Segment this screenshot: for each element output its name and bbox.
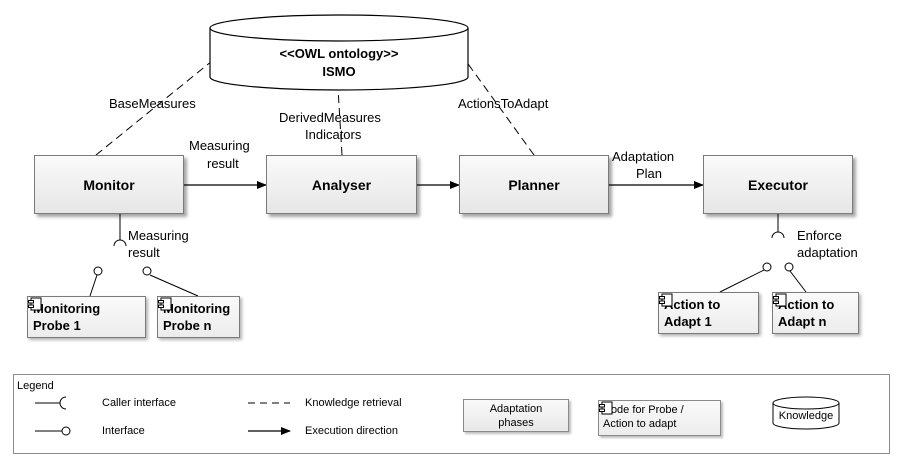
component-label-line1: Monitoring [33, 301, 101, 316]
label-monitor-iface-2: result [128, 245, 160, 260]
component-icon [773, 293, 787, 307]
label-executor-iface-2: adaptation [797, 245, 858, 260]
label-adaptation-plan-2: Plan [636, 166, 663, 181]
legend-phase-label-2: phases [498, 416, 534, 429]
dashed-planner-ontology [457, 49, 535, 156]
label-indicators: Indicators [305, 127, 362, 142]
component-label-line2: Probe n [163, 318, 212, 333]
phase-executor: Executor [703, 155, 853, 214]
legend-execution-direction-label: Execution direction [305, 425, 398, 437]
label-adaptation-plan-1: Adaptation [612, 149, 675, 164]
legend-phase-label-1: Adaptation [489, 402, 543, 415]
legend-interface-symbol [35, 426, 71, 436]
label-derived-measures: DerivedMeasures [279, 110, 381, 125]
component-icon [599, 401, 613, 415]
monitor-caller-socket [113, 239, 127, 247]
legend-knowledge-label: Knowledge [778, 410, 834, 422]
component-label-line1: Monitoring [163, 301, 231, 316]
component-label-line2: Adapt 1 [664, 314, 712, 329]
ontology-name: ISMO [322, 64, 356, 79]
component-action-to-adapt-n: Action to Adapt n [772, 292, 859, 334]
component-label-line1: Action to [664, 297, 721, 312]
phase-monitor: Monitor [34, 155, 184, 214]
phase-analyser: Analyser [266, 155, 417, 214]
legend-interface-label: Interface [102, 425, 145, 437]
component-icon [659, 293, 673, 307]
component-label-line1: Action to [778, 297, 835, 312]
phase-monitor-label: Monitor [83, 176, 135, 193]
probe1-interface-line [89, 274, 98, 297]
label-measuring-result-1: Measuring [189, 138, 250, 153]
legend-component-label-2: Action to adapt [603, 418, 677, 430]
proben-interface-ball [142, 266, 152, 276]
executor-caller-socket [771, 231, 785, 239]
dashed-analyser-ontology [337, 87, 343, 156]
component-label-line2: Probe 1 [33, 318, 81, 333]
phase-executor-label: Executor [748, 176, 808, 193]
legend-title: Legend [17, 380, 54, 392]
legend-component-box: Code for Probe / Action to adapt [598, 400, 721, 436]
ontology-cylinder [209, 14, 469, 91]
proben-interface-line [149, 274, 199, 297]
adaptn-interface-line [789, 270, 807, 293]
dashed-monitor-ontology [95, 47, 229, 156]
legend-knowledge-cylinder [772, 396, 840, 430]
adapt1-interface-line [719, 269, 765, 293]
label-monitor-iface-1: Measuring [128, 228, 189, 243]
legend-phase-box: Adaptation phases [463, 399, 569, 432]
component-icon [158, 297, 172, 311]
label-actions-to-adapt: ActionsToAdapt [458, 96, 549, 111]
component-icon [28, 297, 42, 311]
legend-caller-interface-symbol [35, 396, 67, 410]
phase-analyser-label: Analyser [311, 176, 372, 193]
label-executor-iface-1: Enforce [797, 228, 842, 243]
component-action-to-adapt-1: Action to Adapt 1 [658, 292, 759, 334]
component-label-line2: Adapt n [778, 314, 827, 329]
phase-planner: Planner [459, 155, 609, 214]
adaptn-interface-ball [784, 262, 794, 272]
label-base-measures: BaseMeasures [109, 96, 196, 111]
component-monitoring-probe-1: Monitoring Probe 1 [27, 296, 146, 338]
legend-caller-interface-label: Caller interface [102, 397, 176, 409]
component-monitoring-probe-n: Monitoring Probe n [157, 296, 240, 338]
legend-component-label-1: Code for Probe / [603, 404, 684, 416]
legend-knowledge-retrieval-label: Knowledge retrieval [305, 397, 402, 409]
phase-planner-label: Planner [508, 176, 560, 193]
label-measuring-result-2: result [207, 156, 239, 171]
ontology-stereotype: <<OWL ontology>> [279, 46, 399, 61]
adapt1-interface-ball [762, 262, 772, 272]
probe1-interface-ball [93, 266, 103, 276]
legend [13, 374, 890, 454]
